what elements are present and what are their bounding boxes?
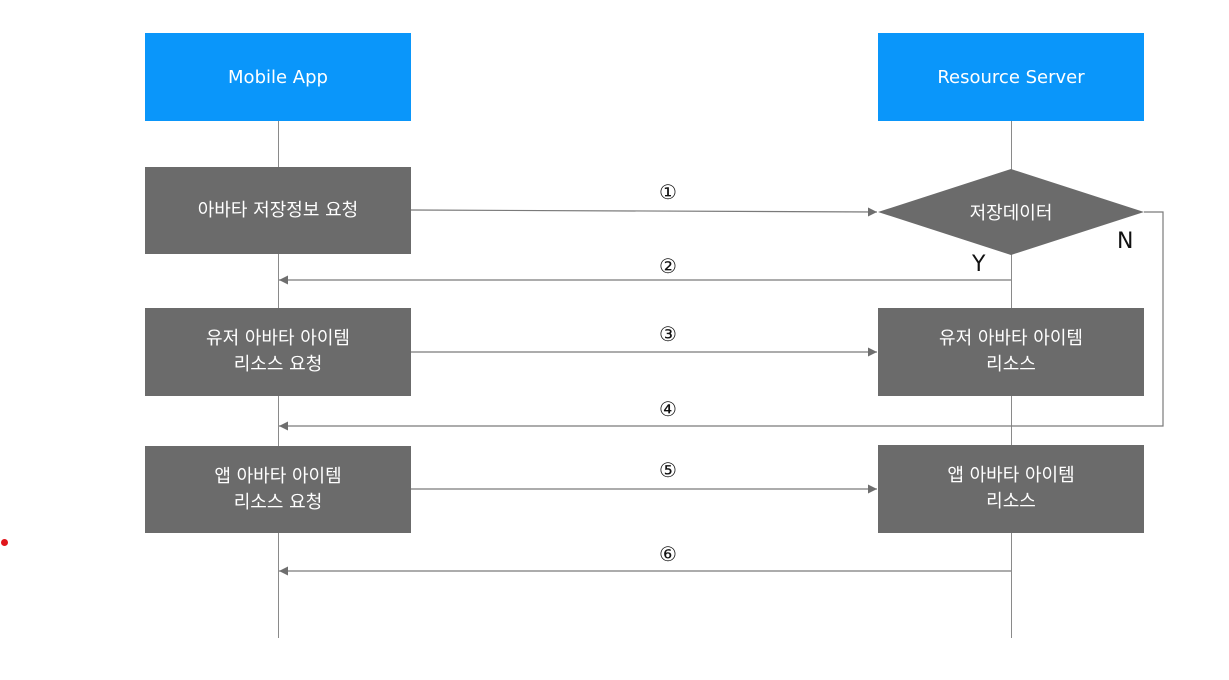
user-avatar-item-request-box: 유저 아바타 아이템 리소스 요청 [145,308,411,396]
decision-yes-label: Y [972,252,986,277]
avatar-info-request-box: 아바타 저장정보 요청 [145,167,411,254]
app-avatar-item-resource-box: 앱 아바타 아이템 리소스 [878,445,1144,533]
red-dot-marker [1,539,8,546]
step-label-5: ⑤ [659,458,677,482]
app-avatar-item-request-box: 앱 아바타 아이템 리소스 요청 [145,446,411,533]
decision-no-label: N [1117,229,1134,254]
step-label-1: ① [659,180,677,204]
step-label-4: ④ [659,397,677,421]
participant-mobile-app: Mobile App [145,33,411,121]
decision-label: 저장데이터 [969,203,1053,224]
arrow-1 [410,207,878,217]
participant-resource-server: Resource Server [878,33,1144,121]
arrow-4 [279,211,1164,431]
decision-diamond [878,169,1144,255]
step-label-2: ② [659,254,677,278]
step-label-3: ③ [659,322,677,346]
step-label-6: ⑥ [659,542,677,566]
user-avatar-item-resource-box: 유저 아바타 아이템 리소스 [878,308,1144,396]
